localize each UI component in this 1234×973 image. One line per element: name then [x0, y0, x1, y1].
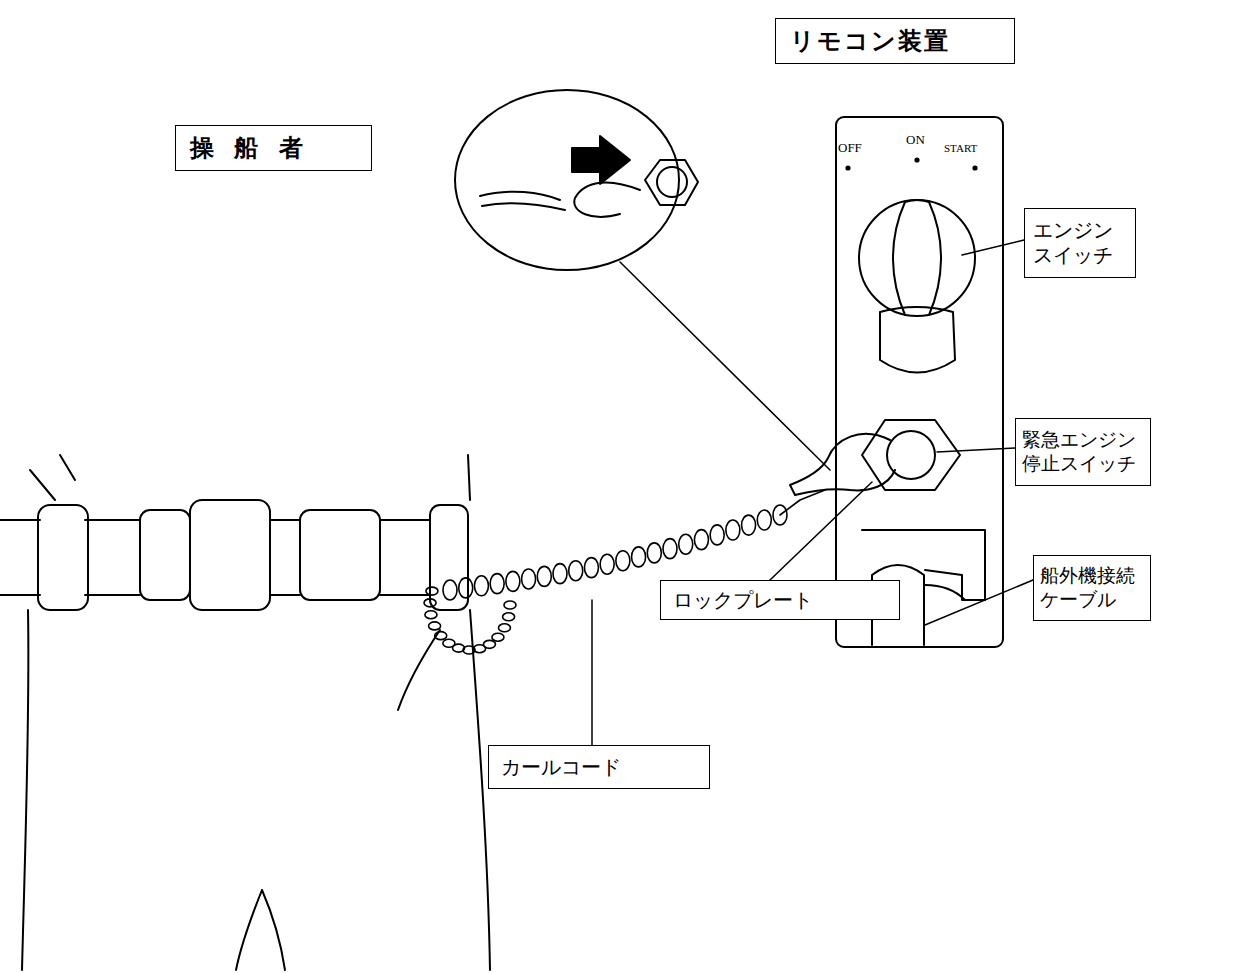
- insert-arrow: [572, 136, 630, 184]
- chain-link: [424, 599, 436, 607]
- dial-mark: [915, 158, 918, 161]
- cord-coil: [569, 561, 583, 581]
- cord-coil: [537, 566, 551, 586]
- chain-link: [492, 633, 504, 641]
- part-label-box: カールコード: [488, 745, 710, 789]
- chain-link: [483, 640, 495, 648]
- cord-coil: [600, 554, 614, 574]
- heading-box: 操 船 者: [175, 125, 372, 171]
- cord-coil: [616, 551, 630, 571]
- panel-button: [880, 307, 955, 373]
- cord-coil: [522, 569, 536, 589]
- cord-coil: [584, 558, 598, 578]
- belt: [0, 520, 430, 595]
- cord-coil: [490, 574, 504, 594]
- label-text: 緊急エンジン 停止スイッチ: [1022, 428, 1144, 476]
- cord-coil: [742, 515, 756, 535]
- label-text: エンジン スイッチ: [1033, 218, 1127, 268]
- label-text: カールコード: [501, 755, 621, 780]
- callout-switch: [657, 167, 687, 197]
- cord-coil: [710, 525, 724, 545]
- cord-coil: [726, 520, 740, 540]
- buckle-part: [140, 510, 190, 600]
- heading-box: リモコン装置: [775, 18, 1015, 64]
- part-label-box: エンジン スイッチ: [1024, 208, 1136, 278]
- cord-coil: [679, 534, 693, 554]
- switch-position: START: [944, 142, 977, 154]
- dial-mark: [846, 166, 849, 169]
- chain-link: [504, 601, 516, 609]
- label-text: リモコン装置: [790, 26, 950, 56]
- chain-link: [426, 587, 438, 595]
- chain-link: [429, 622, 441, 630]
- chain-link: [503, 613, 515, 621]
- cord-clip: [780, 490, 825, 515]
- buckle: [190, 500, 270, 610]
- chain-link: [425, 611, 437, 619]
- chain-link: [498, 624, 510, 632]
- belt-loop: [38, 505, 88, 610]
- switch-position: ON: [906, 132, 925, 148]
- cable-slot-edge: [925, 585, 985, 600]
- leader-line: [591, 600, 593, 745]
- chain: [424, 587, 516, 654]
- part-label-box: 緊急エンジン 停止スイッチ: [1015, 418, 1151, 486]
- hex-nut: [862, 420, 960, 490]
- operator-body: [22, 455, 75, 970]
- cord-coil: [443, 580, 457, 600]
- dial-grip: [893, 200, 941, 315]
- cord-coil: [474, 576, 488, 596]
- engine-switch-dial: [859, 200, 975, 316]
- cord-coil: [506, 571, 520, 591]
- leader-line: [770, 482, 872, 580]
- leader-line: [925, 580, 1033, 625]
- cord-coil: [553, 564, 567, 584]
- operator-body: [236, 455, 490, 970]
- cord-coil: [632, 547, 646, 567]
- remote-panel: [836, 117, 1003, 647]
- callout-lock-plate: [480, 182, 640, 216]
- buckle-part: [300, 510, 380, 600]
- callout-leader: [620, 262, 830, 470]
- cord-coil: [757, 510, 771, 530]
- chain-link: [435, 632, 447, 640]
- switch-position: OFF: [838, 140, 862, 156]
- cord-coil: [459, 578, 473, 598]
- part-label-box: ロックプレート: [660, 580, 900, 620]
- dial-mark: [973, 166, 976, 169]
- label-text: 操 船 者: [190, 133, 309, 163]
- callout-hex-nut: [645, 160, 698, 205]
- leader-line: [962, 240, 1024, 255]
- lock-plate: [790, 434, 895, 495]
- label-text: ロックプレート: [673, 588, 813, 613]
- leader-line: [937, 448, 1015, 452]
- cord-coil: [647, 543, 661, 563]
- part-label-box: 船外機接続 ケーブル: [1033, 555, 1151, 621]
- label-text: 船外機接続 ケーブル: [1040, 564, 1144, 612]
- cord-coil: [663, 539, 677, 559]
- cord-coil: [694, 530, 708, 550]
